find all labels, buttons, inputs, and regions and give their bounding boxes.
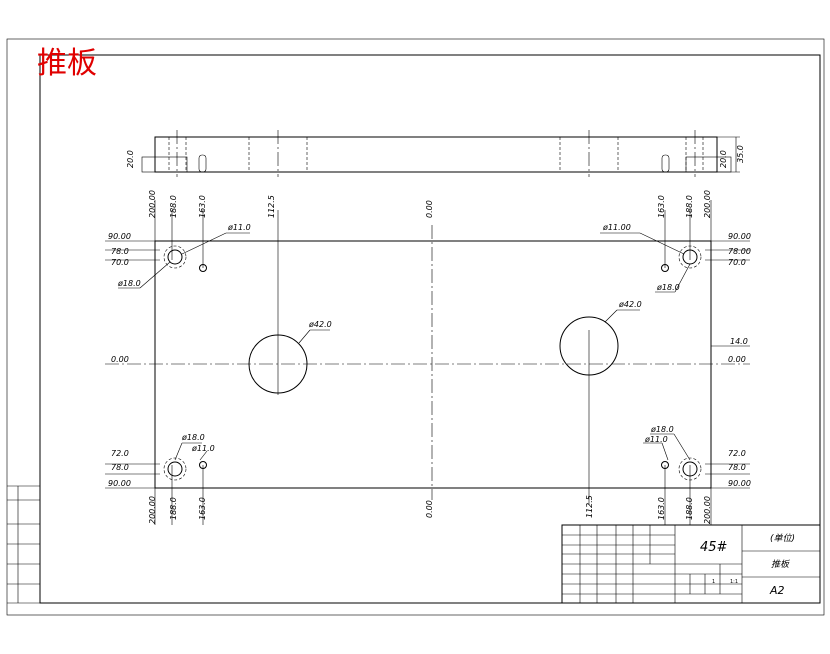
svg-text:112.5: 112.5: [585, 495, 594, 518]
svg-text:ø42.0: ø42.0: [308, 320, 332, 329]
svg-text:163.0: 163.0: [657, 195, 666, 218]
svg-text:ø11.0: ø11.0: [644, 435, 668, 444]
svg-text:1: 1: [712, 579, 715, 585]
svg-text:200.00: 200.00: [148, 190, 157, 218]
svg-text:90.00: 90.00: [728, 479, 751, 488]
svg-text:163.0: 163.0: [198, 195, 207, 218]
side-view: 20.0 20.0 35.0: [126, 130, 745, 177]
svg-text:0.00: 0.00: [425, 500, 434, 518]
hole-tl: [167, 249, 183, 265]
hole-bl: [167, 461, 183, 477]
svg-text:72.0: 72.0: [728, 449, 746, 458]
svg-text:78.0: 78.0: [111, 463, 129, 472]
svg-text:0.00: 0.00: [425, 200, 434, 218]
outer-border: [6, 38, 825, 616]
svg-text:ø42.0: ø42.0: [618, 300, 642, 309]
svg-text:200.00: 200.00: [703, 190, 712, 218]
svg-text:ø18.0: ø18.0: [181, 433, 205, 442]
svg-text:78.0: 78.0: [728, 463, 746, 472]
svg-text:188.0: 188.0: [685, 497, 694, 520]
bottom-dimensions: 200.00 188.0 163.0 0.00 112.5 163.0 188.…: [148, 495, 712, 524]
svg-text:ø11.0: ø11.0: [191, 444, 215, 453]
left-margin-table: [7, 485, 40, 604]
svg-text:163.0: 163.0: [198, 497, 207, 520]
right-dimensions: 90.00 78.00 70.0 14.0 0.00 72.0 78.0 90.…: [728, 232, 751, 488]
drawing-title: 推板: [37, 46, 97, 81]
svg-text:ø18.0: ø18.0: [117, 279, 141, 288]
plan-view: [105, 200, 750, 525]
svg-text:200.00: 200.00: [148, 496, 157, 524]
svg-text:163.0: 163.0: [657, 497, 666, 520]
svg-text:A2: A2: [769, 584, 785, 597]
svg-text:45#: 45#: [700, 540, 728, 555]
svg-text:70.0: 70.0: [728, 258, 746, 267]
svg-text:ø18.0: ø18.0: [656, 283, 680, 292]
svg-text:0.00: 0.00: [728, 355, 746, 364]
inner-border: [39, 54, 821, 604]
svg-text:20.0: 20.0: [719, 150, 728, 168]
svg-text:188.0: 188.0: [169, 195, 178, 218]
svg-text:188.0: 188.0: [685, 195, 694, 218]
svg-text:90.00: 90.00: [728, 232, 751, 241]
svg-text:35.0: 35.0: [736, 145, 745, 163]
title-block: 45# (单位) 推板 A2 1:1 1: [561, 524, 821, 604]
large-hole-right: [559, 316, 619, 376]
svg-text:(单位): (单位): [770, 533, 795, 544]
large-hole-left: [248, 334, 308, 394]
svg-text:ø11.0: ø11.0: [227, 223, 251, 232]
hole-br: [682, 461, 698, 477]
svg-text:90.00: 90.00: [108, 232, 131, 241]
svg-text:ø18.0: ø18.0: [650, 425, 674, 434]
svg-text:78.0: 78.0: [111, 247, 129, 256]
svg-text:90.00: 90.00: [108, 479, 131, 488]
svg-text:ø11.00: ø11.00: [602, 223, 631, 232]
svg-text:188.0: 188.0: [169, 497, 178, 520]
svg-text:20.0: 20.0: [126, 150, 135, 168]
left-dimensions: 90.00 78.0 70.0 0.00 72.0 78.0 90.00: [108, 232, 131, 488]
top-dimensions: 200.00 188.0 163.0 112.5 0.00 163.0 188.…: [148, 190, 712, 218]
svg-text:72.0: 72.0: [111, 449, 129, 458]
svg-text:70.0: 70.0: [111, 258, 129, 267]
svg-text:0.00: 0.00: [111, 355, 129, 364]
svg-text:78.00: 78.00: [728, 247, 751, 256]
hole-callouts: ø11.0 ø18.0 ø11.00 ø18.0 ø42.0 ø42.0 ø18…: [117, 223, 680, 453]
svg-text:112.5: 112.5: [267, 195, 276, 218]
svg-text:14.0: 14.0: [730, 337, 748, 346]
svg-text:200.00: 200.00: [703, 496, 712, 524]
svg-text:1:1: 1:1: [730, 579, 738, 585]
svg-text:推板: 推板: [771, 559, 791, 570]
